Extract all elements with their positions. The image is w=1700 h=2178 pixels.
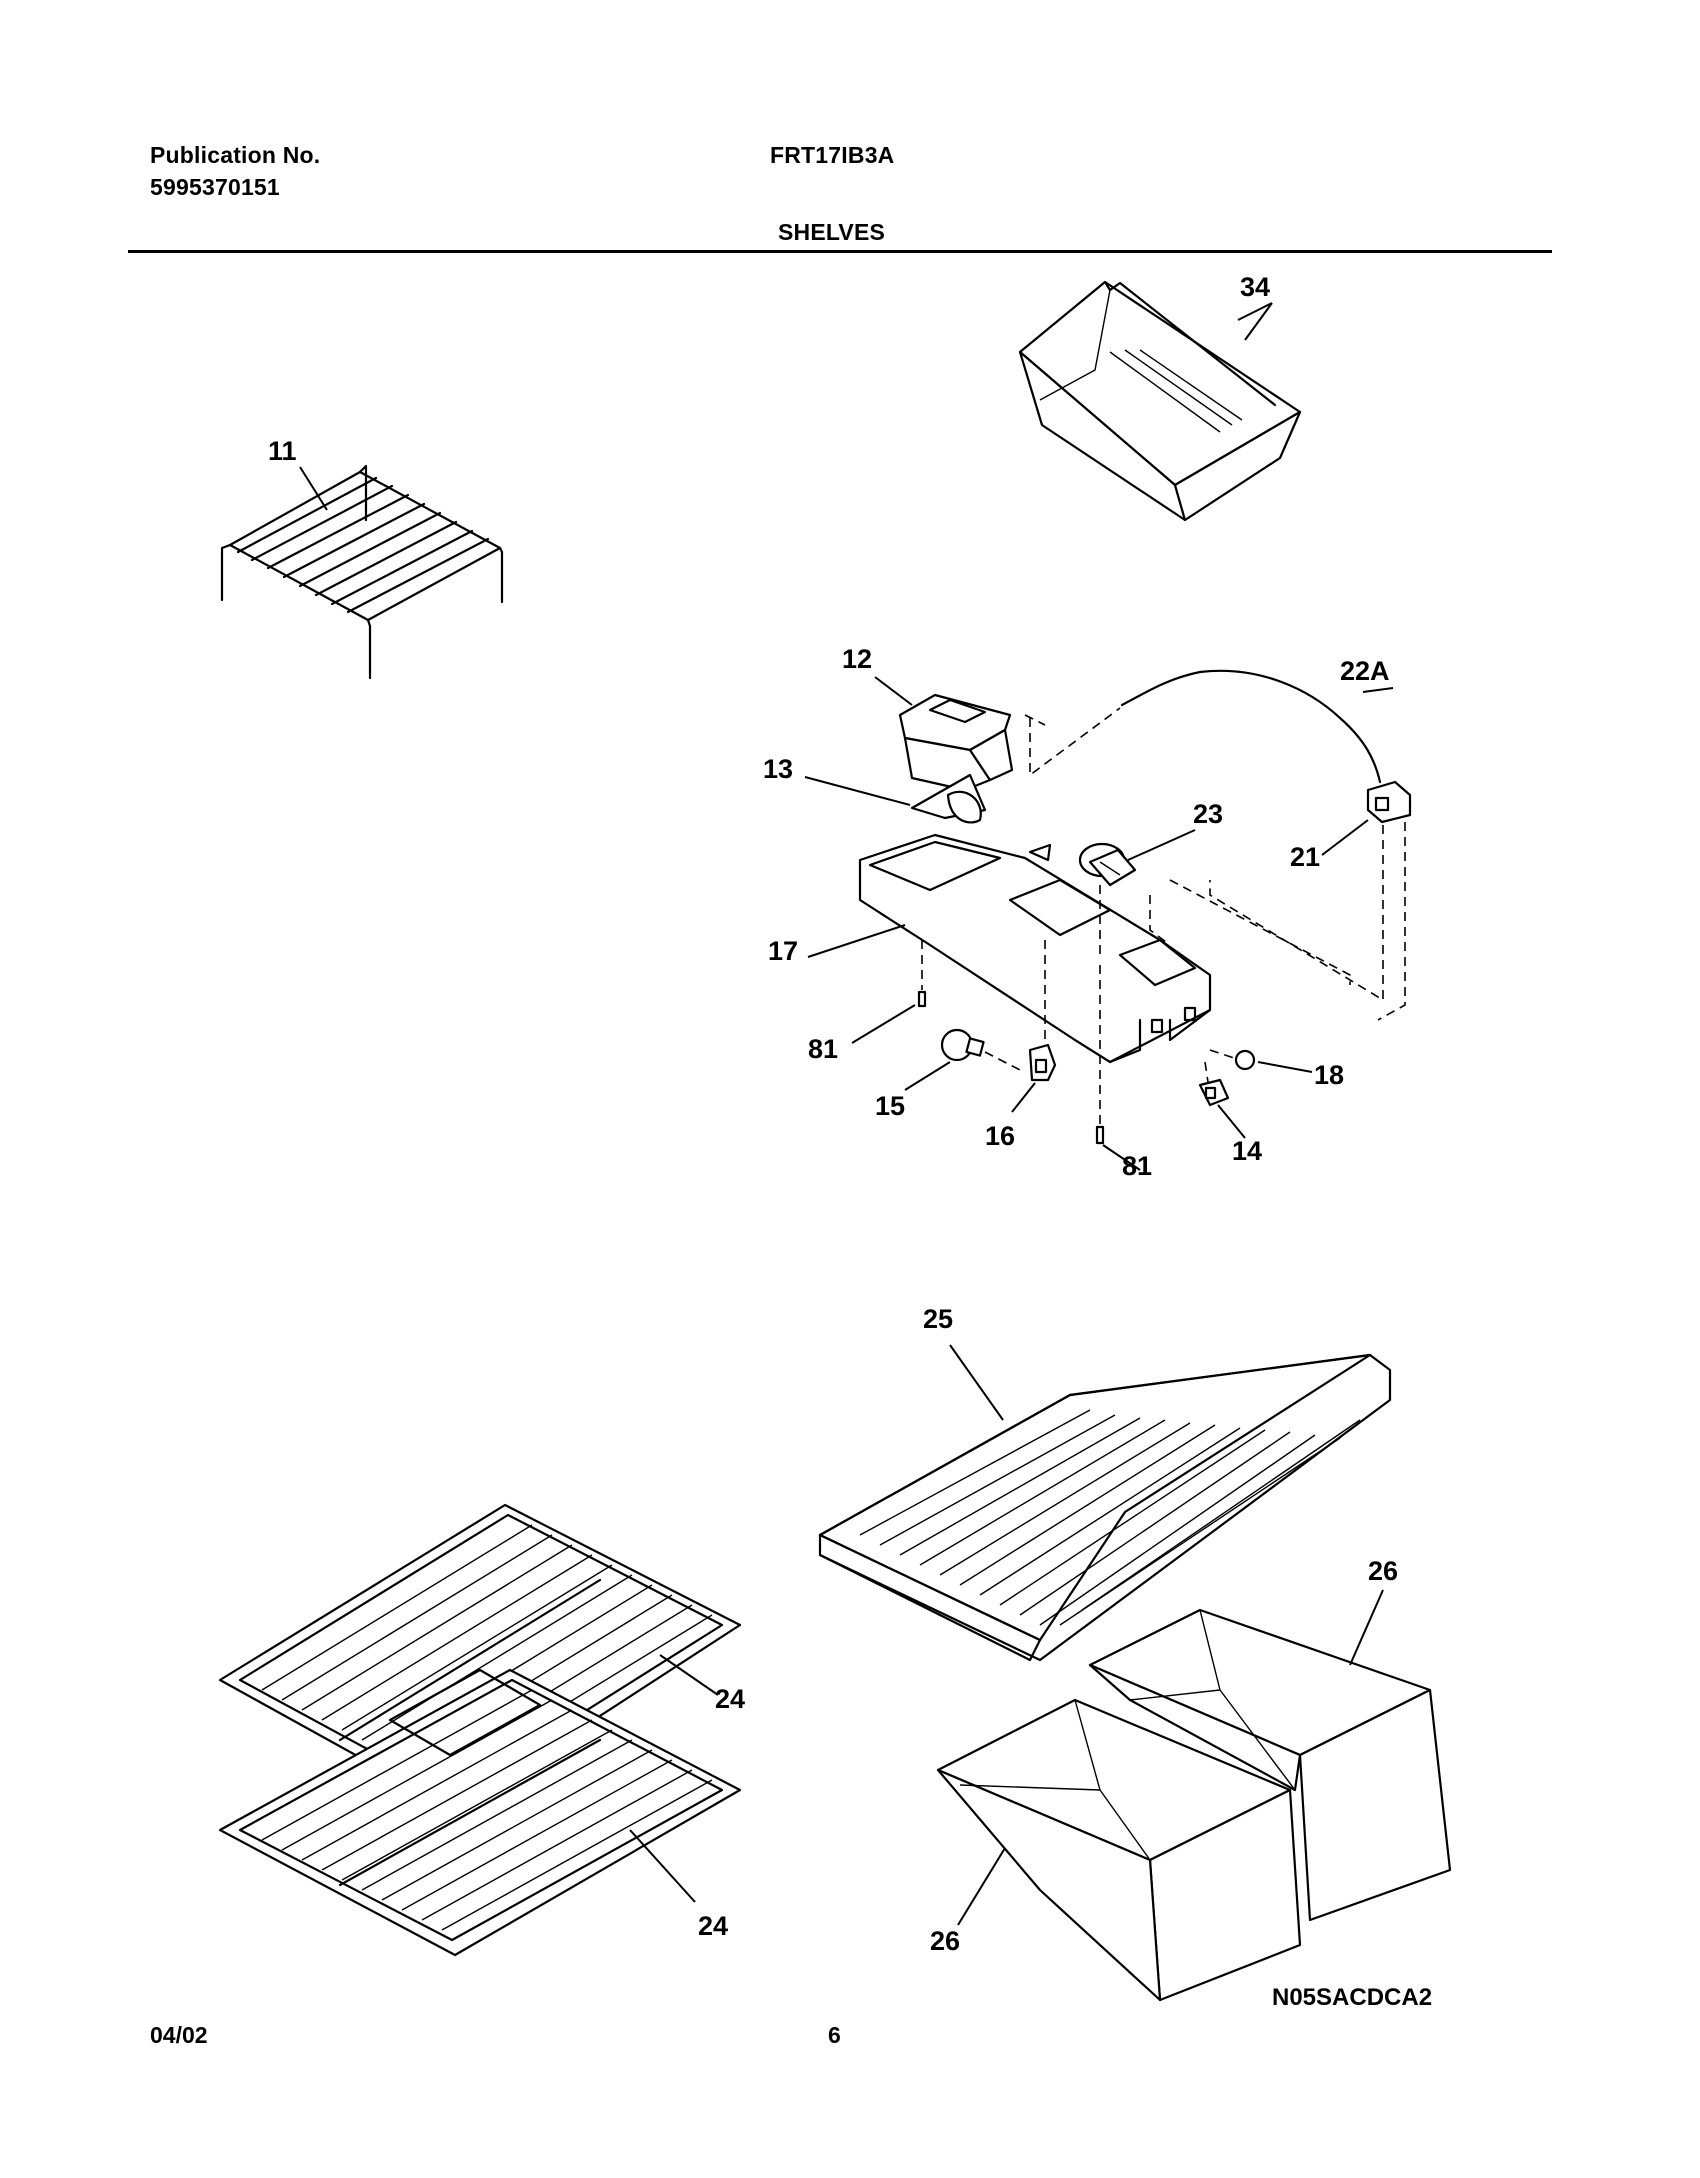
part-12-light-shield — [874, 676, 1014, 792]
part-17-control-housing — [807, 833, 1212, 1064]
part-21-switch — [1209, 780, 1412, 1021]
part-11-wire-shelf — [220, 464, 504, 680]
part-24-wire-shelf-bottom — [218, 1668, 742, 1957]
page-number: 6 — [828, 2022, 841, 2048]
part-25-crisper-cover — [818, 1344, 1392, 1662]
callout-13: 13 — [763, 754, 793, 784]
part-26-crisper-left — [936, 1698, 1302, 2002]
cover-ribs — [859, 1409, 1361, 1626]
part-34-bin — [1018, 280, 1302, 522]
callout-24-bottom: 24 — [698, 1911, 728, 1941]
part-23-thermostat — [1078, 829, 1351, 985]
part-18-clip — [1209, 1049, 1313, 1073]
shelf-bottom-wires — [261, 1689, 713, 1931]
part-81-screw-right — [1095, 965, 1141, 1171]
publication-label: Publication No. — [150, 142, 321, 168]
header-rule — [128, 250, 1552, 253]
callout-17: 17 — [768, 936, 798, 966]
part-24-wire-shelf-top — [218, 1503, 742, 1812]
part-22a-harness — [1024, 669, 1394, 784]
section-title: SHELVES — [778, 219, 886, 245]
callout-34: 34 — [1240, 272, 1270, 302]
callout-labels: 11 34 12 13 22A 23 21 17 81 15 16 18 14 … — [268, 272, 1398, 1956]
part-81-screw-left — [851, 940, 927, 1044]
callout-81-right: 81 — [1122, 1151, 1152, 1181]
callout-11: 11 — [268, 436, 297, 466]
footer-date: 04/02 — [150, 2022, 208, 2048]
callout-16: 16 — [985, 1121, 1015, 1151]
callout-21: 21 — [1290, 842, 1320, 872]
part-14-switch — [1198, 1061, 1246, 1139]
callout-81-left: 81 — [808, 1034, 838, 1064]
drawing-code: N05SACDCA2 — [1272, 1984, 1432, 2011]
callout-22a: 22A — [1340, 656, 1390, 686]
part-15-light-bulb — [904, 1028, 1021, 1091]
callout-26-left: 26 — [930, 1926, 960, 1956]
callout-24-top: 24 — [715, 1684, 745, 1714]
part-13-cover — [804, 773, 987, 824]
model-number: FRT17IB3A — [770, 142, 895, 168]
callout-18: 18 — [1314, 1060, 1344, 1090]
callout-25: 25 — [923, 1304, 953, 1334]
callout-23: 23 — [1193, 799, 1223, 829]
callout-26-right: 26 — [1368, 1556, 1398, 1586]
callout-15: 15 — [875, 1091, 905, 1121]
part-26-crisper-right — [1088, 1589, 1452, 1922]
shelf-top-wires — [261, 1524, 713, 1781]
callout-14: 14 — [1232, 1136, 1262, 1166]
publication-number: 5995370151 — [150, 174, 280, 200]
callout-12: 12 — [842, 644, 872, 674]
part-16-socket — [1011, 940, 1057, 1113]
